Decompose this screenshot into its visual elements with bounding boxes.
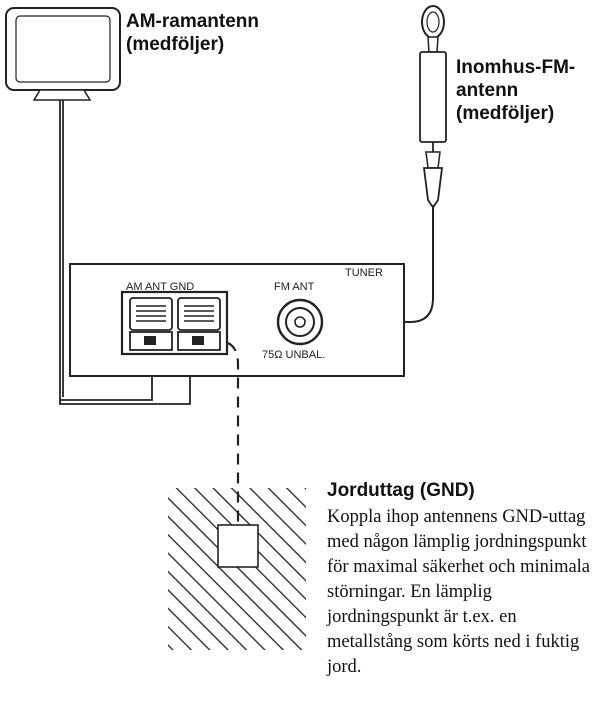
am-antenna-label-line2: (medföljer) <box>126 34 225 55</box>
am-gnd-terminal-block <box>120 290 229 356</box>
am-antenna-cable <box>59 100 153 401</box>
ground-soil-hatch <box>168 488 306 650</box>
am-antenna-cable-ground-lead <box>59 357 191 405</box>
fm-antenna-label: Inomhus-FM- antenn (medföljer) <box>456 56 575 125</box>
fm-indoor-antenna-icon <box>419 5 447 207</box>
ground-description: Koppla ihop antennens GND-uttag med någo… <box>327 507 591 677</box>
am-loop-antenna-icon <box>5 7 121 101</box>
fm-antenna-label-line3: (medföljer) <box>456 103 555 124</box>
panel-title: TUNER <box>345 267 383 279</box>
ground-wire <box>227 342 240 525</box>
fm-ant-label: FM ANT <box>274 281 315 293</box>
impedance-label: 75Ω UNBAL. <box>262 349 325 361</box>
am-antenna-label-line1: AM-ramantenn <box>126 11 260 32</box>
fm-antenna-cable <box>322 206 434 323</box>
fm-antenna-label-line1: Inomhus-FM- <box>456 57 576 78</box>
fm-antenna-label-line2: antenn <box>456 80 519 101</box>
ground-rod-icon <box>217 524 259 568</box>
am-ant-gnd-label: AM ANT GND <box>126 281 194 293</box>
am-antenna-label: AM-ramantenn (medföljer) <box>126 10 259 56</box>
fm-coax-connector-icon <box>276 298 324 346</box>
ground-title: Jorduttag (GND) <box>327 480 475 501</box>
